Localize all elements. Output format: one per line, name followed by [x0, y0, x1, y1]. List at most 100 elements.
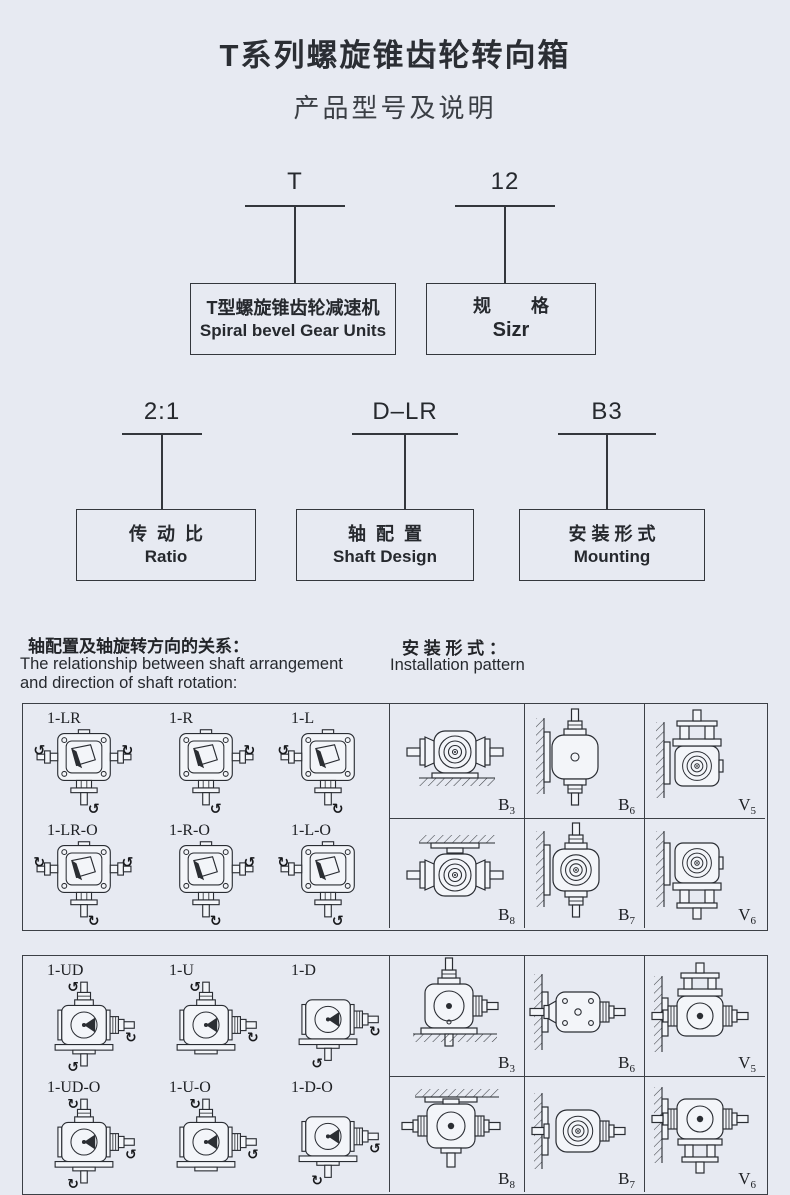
shaft-config-unit: 1-U ↺↻ [145, 958, 267, 1075]
shaft-config-label: 1-LR [47, 710, 81, 727]
shaft-config-label: 1-UD-O [47, 1079, 101, 1096]
shaft-config-unit: 1-R ↻↺ [145, 706, 267, 818]
shaft-config-unit: 1-LR ↺ ↻ ↺ [23, 706, 145, 818]
shaft-mount-table-1: 1-LR ↺↻↺ 1-R ↻↺ 1-L ↺↻ [22, 703, 768, 931]
mount-v6-wall-icon [655, 830, 724, 920]
shaft-config-label: 1-U [169, 962, 194, 979]
mounting-label: B7 [618, 905, 635, 927]
mounting-box-cn: 安 装 形 式 [568, 524, 656, 545]
code-T-box: T型螺旋锥齿轮减速机 Spiral bevel Gear Units [190, 283, 396, 355]
shaft-config-unit: 1-UD ↺ ↻ ↺ [23, 958, 145, 1075]
page-subtitle: 产品型号及说明 [293, 93, 497, 123]
mount-v5-wall-icon [646, 962, 749, 1053]
mounting-label: B3 [498, 795, 515, 817]
shaft-config-label: 1-U-O [169, 1079, 211, 1096]
shaft-config-label: 1-UD [47, 962, 84, 979]
svg-text:↻: ↻ [125, 1030, 137, 1046]
shaft-config-unit: 1-UD-O ↻↺↻ [23, 1075, 145, 1192]
shaft-config-label: 1-L [291, 710, 315, 727]
svg-text:↺: ↺ [189, 979, 201, 995]
shaft-config-label: 1-LR-O [47, 822, 98, 839]
mount-cell-b3: B3 [389, 704, 524, 818]
svg-text:↻: ↻ [332, 801, 344, 817]
svg-text:↺: ↺ [122, 855, 134, 871]
gearbox-side-view-1-d-icon: ↻↺ [298, 999, 381, 1072]
svg-text:↺: ↺ [67, 1060, 79, 1072]
mount-b8-ceiling-icon [391, 1089, 501, 1168]
ratio-box: 传 动 比 Ratio [76, 509, 256, 581]
svg-text:↺: ↺ [67, 979, 79, 995]
svg-text:↻: ↻ [277, 855, 289, 871]
mount-cell-v5: V5 [644, 704, 765, 818]
table2-shaft-configs-cell: 1-UD ↺↻↺ 1-U ↺↻ 1-D ↻↺ [23, 956, 389, 1192]
code-T-box-cn: T型螺旋锥齿轮减速机 [206, 298, 380, 319]
code-12-box-en: Sizr [492, 318, 530, 341]
svg-text:↻: ↻ [311, 1173, 323, 1189]
mount-cell-v6: V6 [644, 1076, 765, 1192]
mount-cell-v6: V6 [644, 818, 765, 928]
gearbox-top-view-1-r-icon: ↻↺ [179, 729, 255, 817]
code-mounting-connector [606, 434, 608, 509]
install-section-heading-cn: 安 装 形 式 ： [402, 639, 506, 658]
mount-cell-b8: B8 [389, 1076, 524, 1192]
code-mounting: B3 [591, 398, 623, 425]
shaft-config-unit: 1-R-O ↺↻ [145, 818, 267, 930]
mounting-label: V6 [738, 1169, 756, 1191]
svg-text:↻: ↻ [189, 1096, 201, 1112]
mounting-label: B6 [618, 795, 635, 817]
shaft-section-heading-en2: and direction of shaft rotation: [20, 674, 238, 692]
mount-b7-wall-icon [534, 822, 600, 925]
svg-text:↻: ↻ [67, 1096, 79, 1112]
mount-v5-wall-icon [655, 709, 724, 799]
mount-cell-b6: B6 [524, 956, 644, 1076]
shaft-config-unit: 1-L ↺↻ [267, 706, 389, 818]
svg-text:↺: ↺ [369, 1141, 381, 1157]
shaft-config-label: 1-R [169, 710, 193, 727]
table1-shaft-configs-cell: 1-LR ↺↻↺ 1-R ↻↺ 1-L ↺↻ [23, 704, 389, 930]
code-T-connector [294, 206, 296, 283]
shaft-config-unit: 1-D ↻↺ [267, 958, 389, 1075]
shaft-config-unit: 1-D-O ↺↻ [267, 1075, 389, 1192]
svg-text:↺: ↺ [332, 913, 344, 929]
mount-b7-wall-icon [530, 1092, 626, 1170]
svg-text:↺: ↺ [33, 743, 45, 759]
shaft-config-unit: 1-U-O ↻ ↺ [145, 1075, 267, 1192]
mounting-label: B7 [618, 1169, 635, 1191]
shaft-config-label: 1-D-O [291, 1079, 333, 1096]
svg-text:↺: ↺ [88, 801, 100, 817]
shaft-config-unit: 1-LR-O ↻↺↻ [23, 818, 145, 930]
code-12-box: 规 格 Sizr [426, 283, 596, 355]
gearbox-top-view-1-l-icon: ↺↻ [277, 729, 355, 817]
mount-b3-floor-icon [405, 730, 504, 786]
shaft-config-label: 1-L-O [291, 822, 331, 839]
gearbox-top-view-1-lr-icon: ↺ ↻ ↺ [33, 729, 134, 817]
mount-cell-b7: B7 [524, 818, 644, 928]
shaft-config-unit: 1-L-O ↻ ↺ [267, 818, 389, 930]
shaft-section-heading-cn: 轴配置及轴旋转方向的关系： [28, 637, 249, 656]
shaft-design-box-en: Shaft Design [333, 546, 437, 566]
code-T: T [287, 168, 303, 195]
gearbox-top-view-1-lr-o-icon: ↻↺↻ [33, 841, 134, 929]
code-shaft: D–LR [372, 398, 438, 425]
svg-text:↻: ↻ [67, 1177, 79, 1189]
shaft-config-label: 1-D [291, 962, 316, 979]
gearbox-side-view-1-d-o-icon: ↺↻ [298, 1116, 381, 1189]
shaft-config-label: 1-R-O [169, 822, 210, 839]
svg-text:↻: ↻ [122, 743, 134, 759]
mount-v6-wall-icon [646, 1086, 749, 1174]
mounting-box: 安 装 形 式 Mounting [519, 509, 705, 581]
code-shaft-connector [404, 434, 406, 509]
shaft-design-box-cn: 轴 配 置 [347, 524, 422, 545]
code-ratio-connector [161, 434, 163, 509]
gearbox-side-view-1-ud-icon: ↺ ↻ ↺ [54, 979, 137, 1072]
mount-b6-wall-icon [534, 708, 599, 814]
mounting-label: V5 [738, 1053, 756, 1075]
code-12-connector [504, 206, 506, 283]
code-12: 12 [490, 168, 520, 195]
shaft-mount-table-2: 1-UD ↺↻↺ 1-U ↺↻ 1-D ↻↺ [22, 955, 768, 1195]
svg-text:↺: ↺ [247, 1147, 259, 1163]
svg-text:↺: ↺ [210, 801, 222, 817]
mounting-label: B8 [498, 905, 515, 927]
mount-b3-floor-icon [412, 957, 499, 1047]
